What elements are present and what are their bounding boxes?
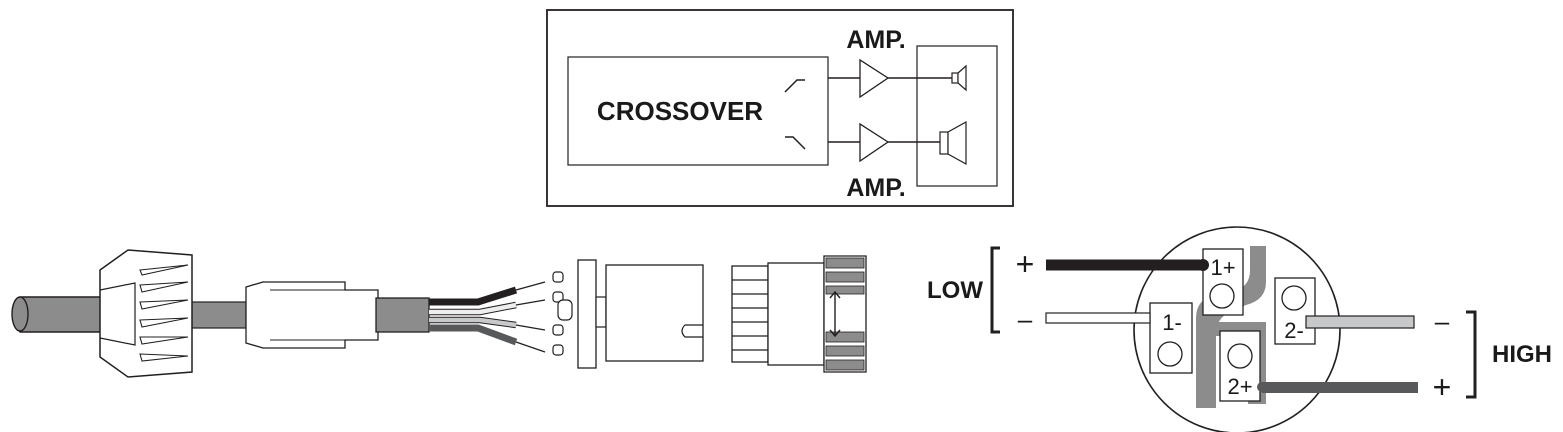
pinout-diagram: 1+ 1- 2- 2+ LOW + – HIGH – +	[927, 226, 1552, 432]
cable-left	[13, 296, 114, 333]
low-plus-sign: +	[1016, 246, 1035, 282]
low-label: LOW	[927, 277, 983, 304]
low-pass-filter-symbol	[785, 136, 806, 150]
crossover-label: CROSSOVER	[597, 96, 763, 126]
amp-top-triangle	[859, 58, 890, 99]
pin-2-plus-hole	[1227, 343, 1253, 369]
amp-bottom-triangle	[859, 122, 890, 163]
pin-1-minus-hole	[1157, 341, 1183, 367]
woofer-icon	[939, 120, 967, 166]
high-bracket	[1466, 310, 1477, 399]
high-pass-filter-symbol	[784, 79, 805, 93]
wire-high-plus	[1262, 382, 1418, 393]
gland-nut	[99, 249, 193, 378]
high-minus-sign: –	[1435, 306, 1450, 336]
pin-1-plus-label: 1+	[1210, 255, 1235, 280]
connector-housing	[731, 255, 867, 373]
clamp-insert	[245, 281, 379, 349]
connector-insert	[552, 259, 704, 369]
pin-2-minus-hole	[1281, 285, 1307, 311]
wires	[429, 281, 546, 353]
pin-1-minus-label: 1-	[1162, 310, 1182, 335]
pin-2-plus-label: 2+	[1227, 374, 1252, 399]
crossover-box	[567, 56, 829, 166]
key-divider	[1196, 246, 1266, 408]
amp-bottom-label: AMP.	[846, 174, 905, 202]
pin-1-plus-hole	[1209, 283, 1235, 309]
low-minus-sign: –	[1018, 304, 1033, 334]
high-label: HIGH	[1492, 341, 1552, 368]
low-bracket	[990, 246, 1000, 334]
wire-high-minus	[1305, 315, 1415, 329]
crossover-block-diagram: CROSSOVER AMP. AMP.	[546, 9, 1014, 207]
amp-top-label: AMP.	[846, 26, 905, 54]
twist-arrow-icon	[829, 290, 841, 338]
wire-low-minus	[1045, 312, 1151, 324]
pin-2-minus-label: 2-	[1284, 318, 1304, 343]
cable-assembly	[11, 249, 867, 378]
high-plus-sign: +	[1433, 369, 1452, 405]
cable-jacket-end	[375, 297, 430, 333]
speaker-enclosure	[916, 45, 998, 187]
tweeter-icon	[951, 64, 967, 92]
